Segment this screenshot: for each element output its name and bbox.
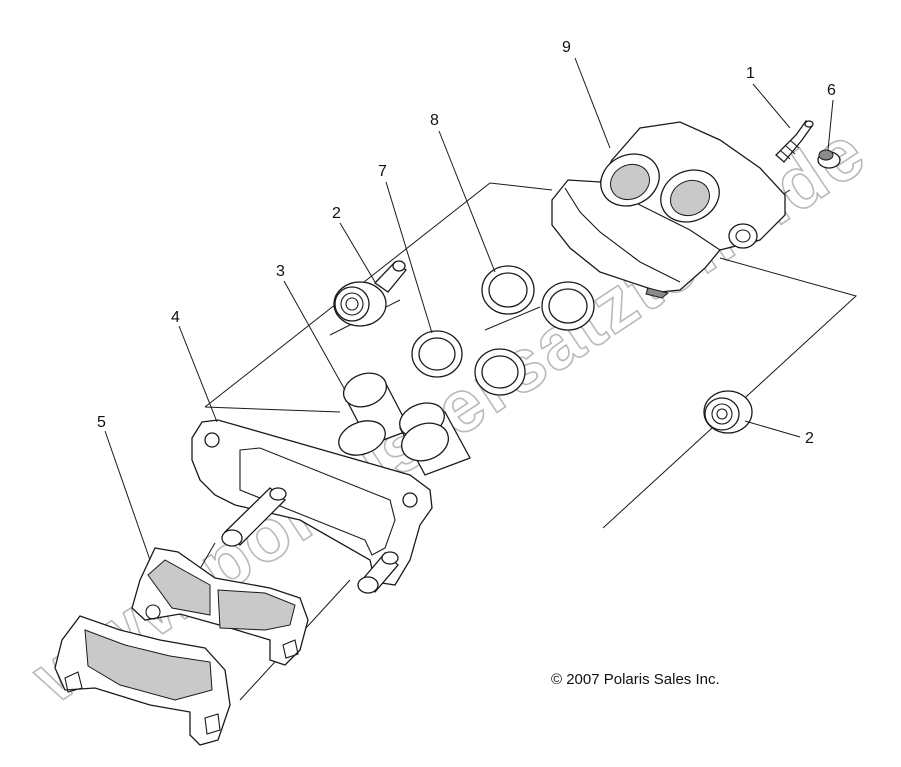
- callout-2-lower: 2: [805, 430, 814, 447]
- callout-4: 4: [171, 309, 180, 326]
- callout-2-upper: 2: [332, 205, 341, 222]
- callout-1: 1: [746, 65, 755, 82]
- pin-boot-lower: [703, 390, 753, 434]
- callout-6: 6: [827, 82, 836, 99]
- callout-9: 9: [562, 39, 571, 56]
- copyright-text: © 2007 Polaris Sales Inc.: [551, 671, 720, 688]
- callout-numbers: 9 1 6 8 7 2 3 4 5 2: [97, 39, 836, 447]
- caliper-bracket: [191, 419, 433, 594]
- callout-7: 7: [378, 163, 387, 180]
- pin-boot-upper: [333, 260, 407, 327]
- callout-5: 5: [97, 414, 106, 431]
- callout-leaders: [104, 57, 834, 561]
- bleeder-screw: [775, 120, 814, 163]
- callout-3: 3: [276, 263, 285, 280]
- caliper-body: [551, 121, 786, 299]
- brake-pads: [54, 547, 309, 746]
- caliper-pistons: [338, 372, 471, 476]
- piston-seals-small: [411, 330, 526, 396]
- bleeder-cap: [817, 149, 841, 169]
- piston-seals-large: [481, 265, 595, 331]
- callout-8: 8: [430, 112, 439, 129]
